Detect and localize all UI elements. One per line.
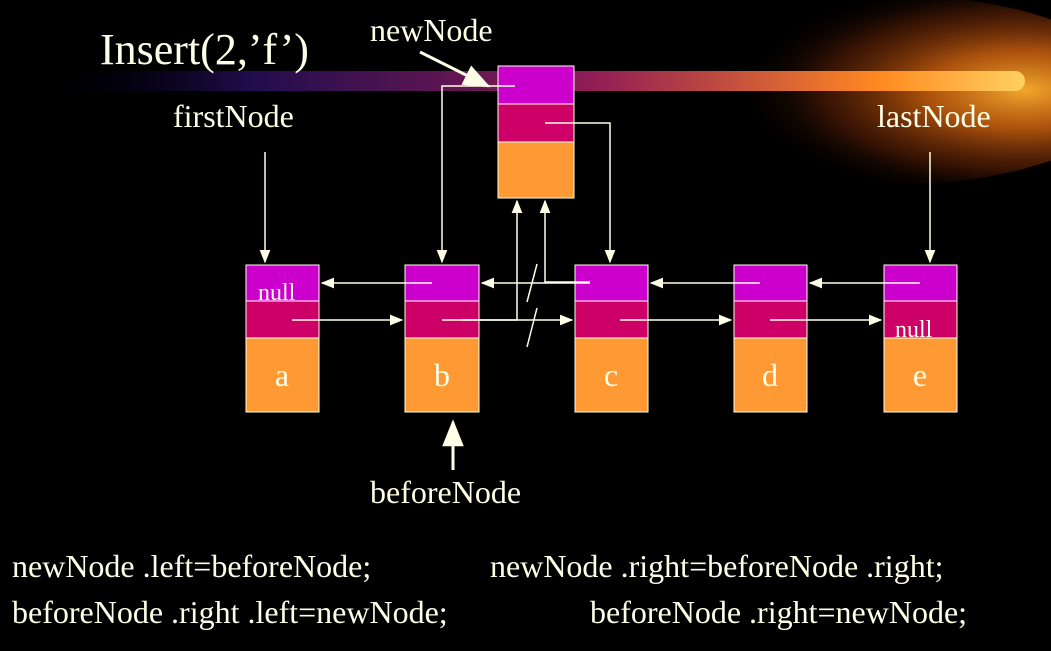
node-a-data-field [245, 337, 320, 413]
node-a-null-label: null [258, 280, 296, 306]
new-node-left-field [497, 65, 575, 105]
node-e [883, 264, 958, 413]
break-mark-left-link [526, 263, 538, 303]
node-b-data-field [404, 337, 480, 413]
node-e-null-label: null [895, 317, 933, 343]
node-a-left-field [245, 264, 320, 302]
node-c [574, 264, 649, 413]
beforenode-label: beforeNode [370, 474, 522, 510]
newnode-pointer-arrow [419, 50, 491, 88]
node-c-data-field [574, 337, 649, 413]
break-mark-right-link [526, 307, 538, 348]
glow-decoration [650, 0, 1051, 185]
code-line-1-stmt-1: newNode .left=beforeNode; [12, 548, 372, 584]
firstnode-label: firstNode [173, 98, 294, 134]
slide-title: Insert(2,’f’) [100, 25, 309, 74]
newnode-label: newNode [370, 12, 493, 48]
lastnode-label: lastNode [877, 98, 991, 134]
new-node-data-field [497, 141, 575, 199]
node-b-value: b [434, 357, 450, 393]
node-a-value: a [275, 357, 289, 393]
node-d-value: d [762, 357, 778, 393]
node-b [404, 264, 480, 413]
node-c-value: c [604, 357, 618, 393]
node-d-data-field [733, 337, 808, 413]
code-line-2-stmt-1: beforeNode .right .left=newNode; [12, 594, 448, 630]
code-line-1-stmt-2: newNode .right=beforeNode .right; [490, 548, 944, 584]
node-e-data-field [883, 337, 958, 413]
node-e-value: e [913, 357, 927, 393]
c-left-to-new-node-link [539, 199, 590, 283]
new-node-right-link [545, 122, 616, 264]
code-line-2-stmt-2: beforeNode .right=newNode; [590, 594, 968, 630]
new-node-left-link [436, 85, 515, 264]
